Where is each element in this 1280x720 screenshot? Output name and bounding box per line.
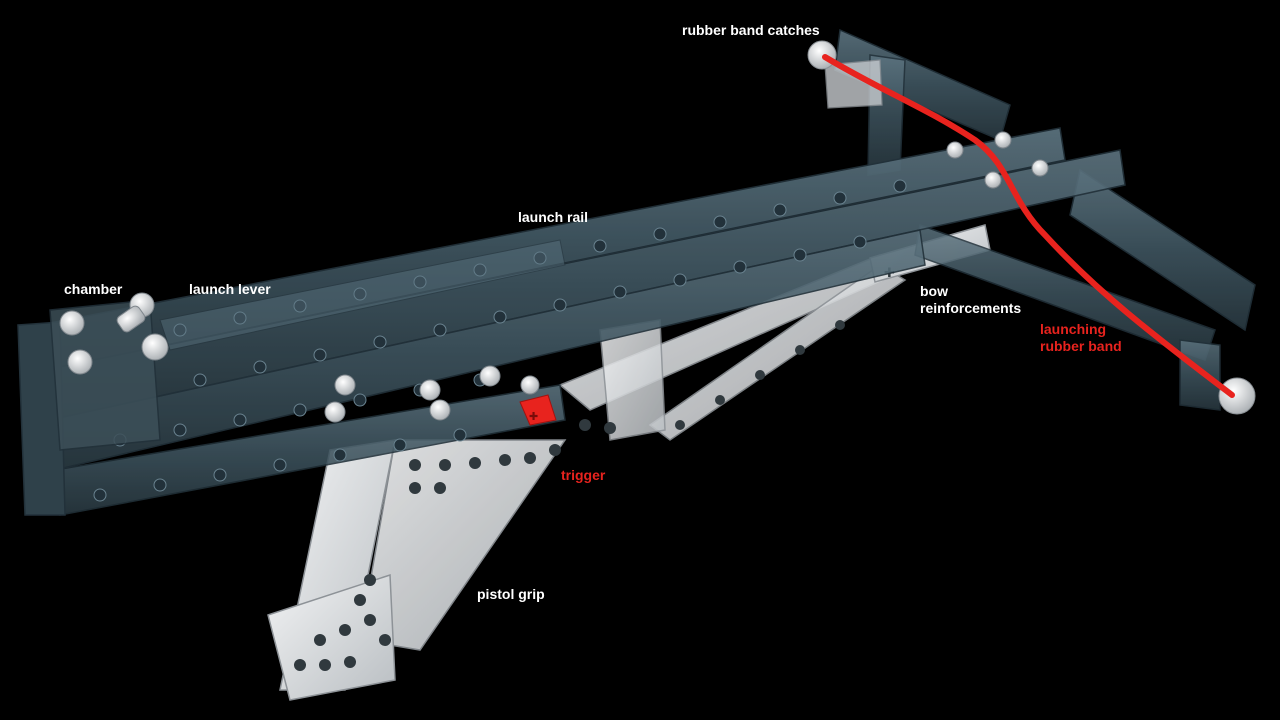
trigger-part [519,394,557,426]
grip-lower-beam [267,573,396,701]
label-rubber-band-catches: rubber band catches [682,22,820,38]
launching-rubber-band [822,54,1235,398]
lower-limb-post [1179,339,1221,411]
lower-limb-beam [1069,168,1256,332]
rail-end-cap [17,321,66,516]
rail-holes [93,179,907,502]
upper-catch-block [824,59,883,109]
lower-catch-ball [1218,377,1256,415]
label-trigger: trigger [561,467,606,483]
reinforcement-strut-2 [648,264,907,441]
chamber-block [49,299,161,451]
label-pistol-grip: pistol grip [477,586,545,602]
label-launching-rubber-band: launching rubber band [1040,321,1122,354]
launch-lever [159,239,566,351]
rail-pins [324,131,1049,423]
trigger: ✚ [519,394,557,426]
upper-catch-ball [807,40,837,70]
label-bow-reinforcements: bow reinforcements [920,283,1022,316]
pistol-grip [267,439,567,701]
trigger-cross-icon: ✚ [529,410,538,423]
launch-rail [17,127,1126,516]
label-chamber: chamber [64,281,123,297]
grip-holes [294,444,561,671]
label-launch-lever: launch lever [189,281,271,297]
label-launch-rail: launch rail [518,209,589,225]
chamber [49,292,169,451]
bow-reinforcements: ✚ [558,224,991,441]
